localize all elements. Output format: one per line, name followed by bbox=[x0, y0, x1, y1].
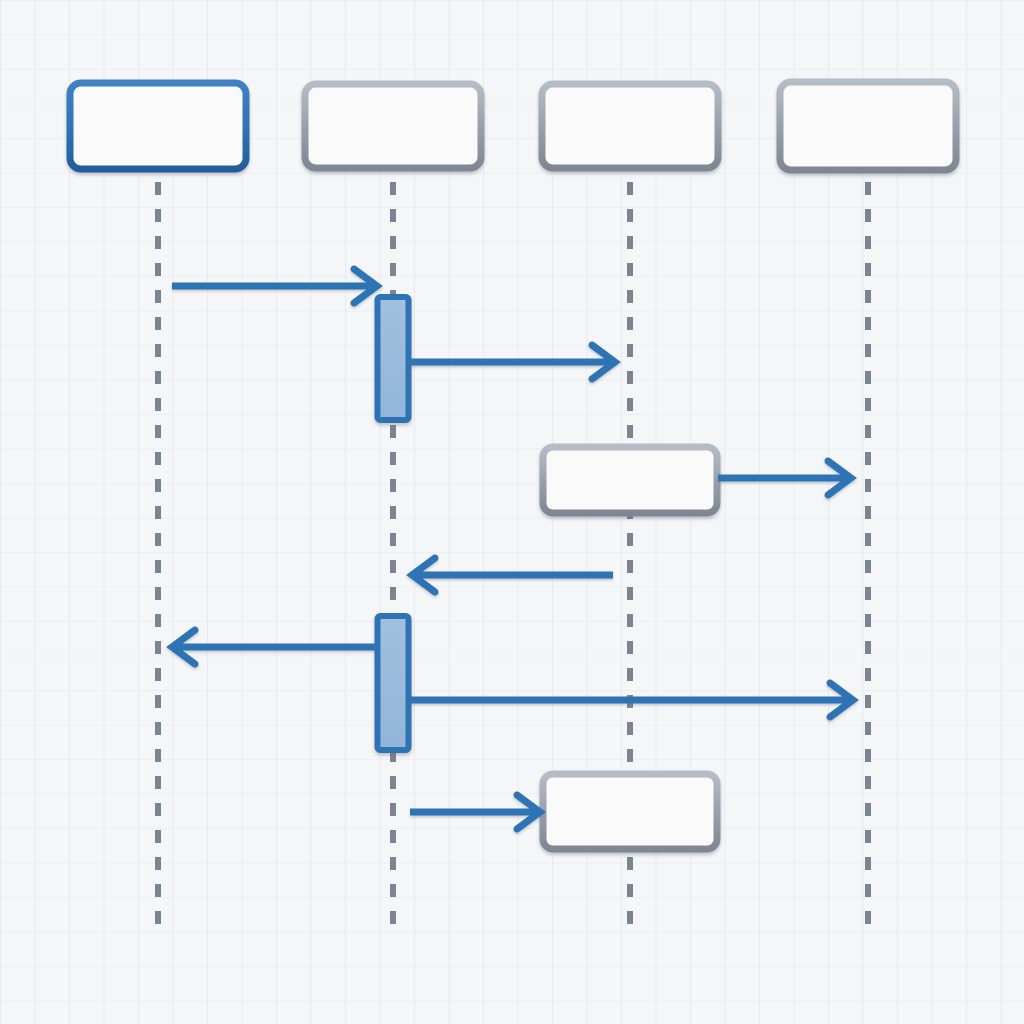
message-6-arrow[interactable] bbox=[410, 679, 859, 721]
actor-3-box[interactable] bbox=[538, 80, 722, 172]
actor-2-box[interactable] bbox=[301, 80, 485, 172]
activation-bar-2[interactable] bbox=[374, 613, 412, 753]
lifeline-box-2[interactable] bbox=[539, 770, 721, 853]
message-1-arrow[interactable] bbox=[172, 265, 383, 307]
actor-1-box[interactable] bbox=[66, 79, 250, 173]
message-5-arrow[interactable] bbox=[166, 626, 378, 668]
message-4-arrow[interactable] bbox=[406, 554, 613, 596]
lifeline-box-1[interactable] bbox=[539, 443, 721, 517]
message-3-arrow[interactable] bbox=[718, 457, 857, 499]
message-2-arrow[interactable] bbox=[407, 341, 621, 383]
actor-4-box[interactable] bbox=[776, 78, 960, 174]
message-7-arrow[interactable] bbox=[410, 791, 546, 833]
activation-bar-1[interactable] bbox=[374, 294, 412, 423]
